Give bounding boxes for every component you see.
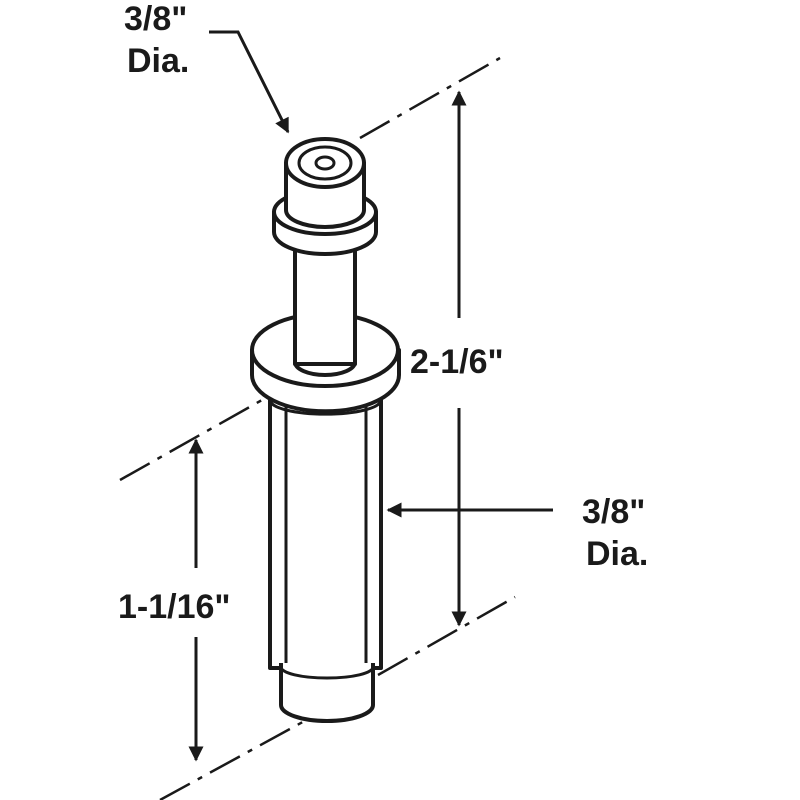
top-dia-unit-label: Dia. [127,42,189,80]
pin-bottom-end [279,663,375,723]
body-dia-unit-label: Dia. [586,535,648,573]
overall-length-label: 2-1/6" [410,343,504,381]
pin-hole [314,155,336,171]
top-dia-leader [209,30,290,134]
top-extension-line [359,56,501,140]
pin-part [250,137,401,723]
body-dia-value-label: 3/8" [582,493,645,531]
lower-length-label: 1-1/16" [118,588,231,626]
lower-right-extension-line [377,595,516,677]
middle-extension-line [119,398,263,482]
top-dia-value-label: 3/8" [124,0,187,38]
extension-lines [119,56,516,800]
bottom-extension-line [159,716,311,800]
